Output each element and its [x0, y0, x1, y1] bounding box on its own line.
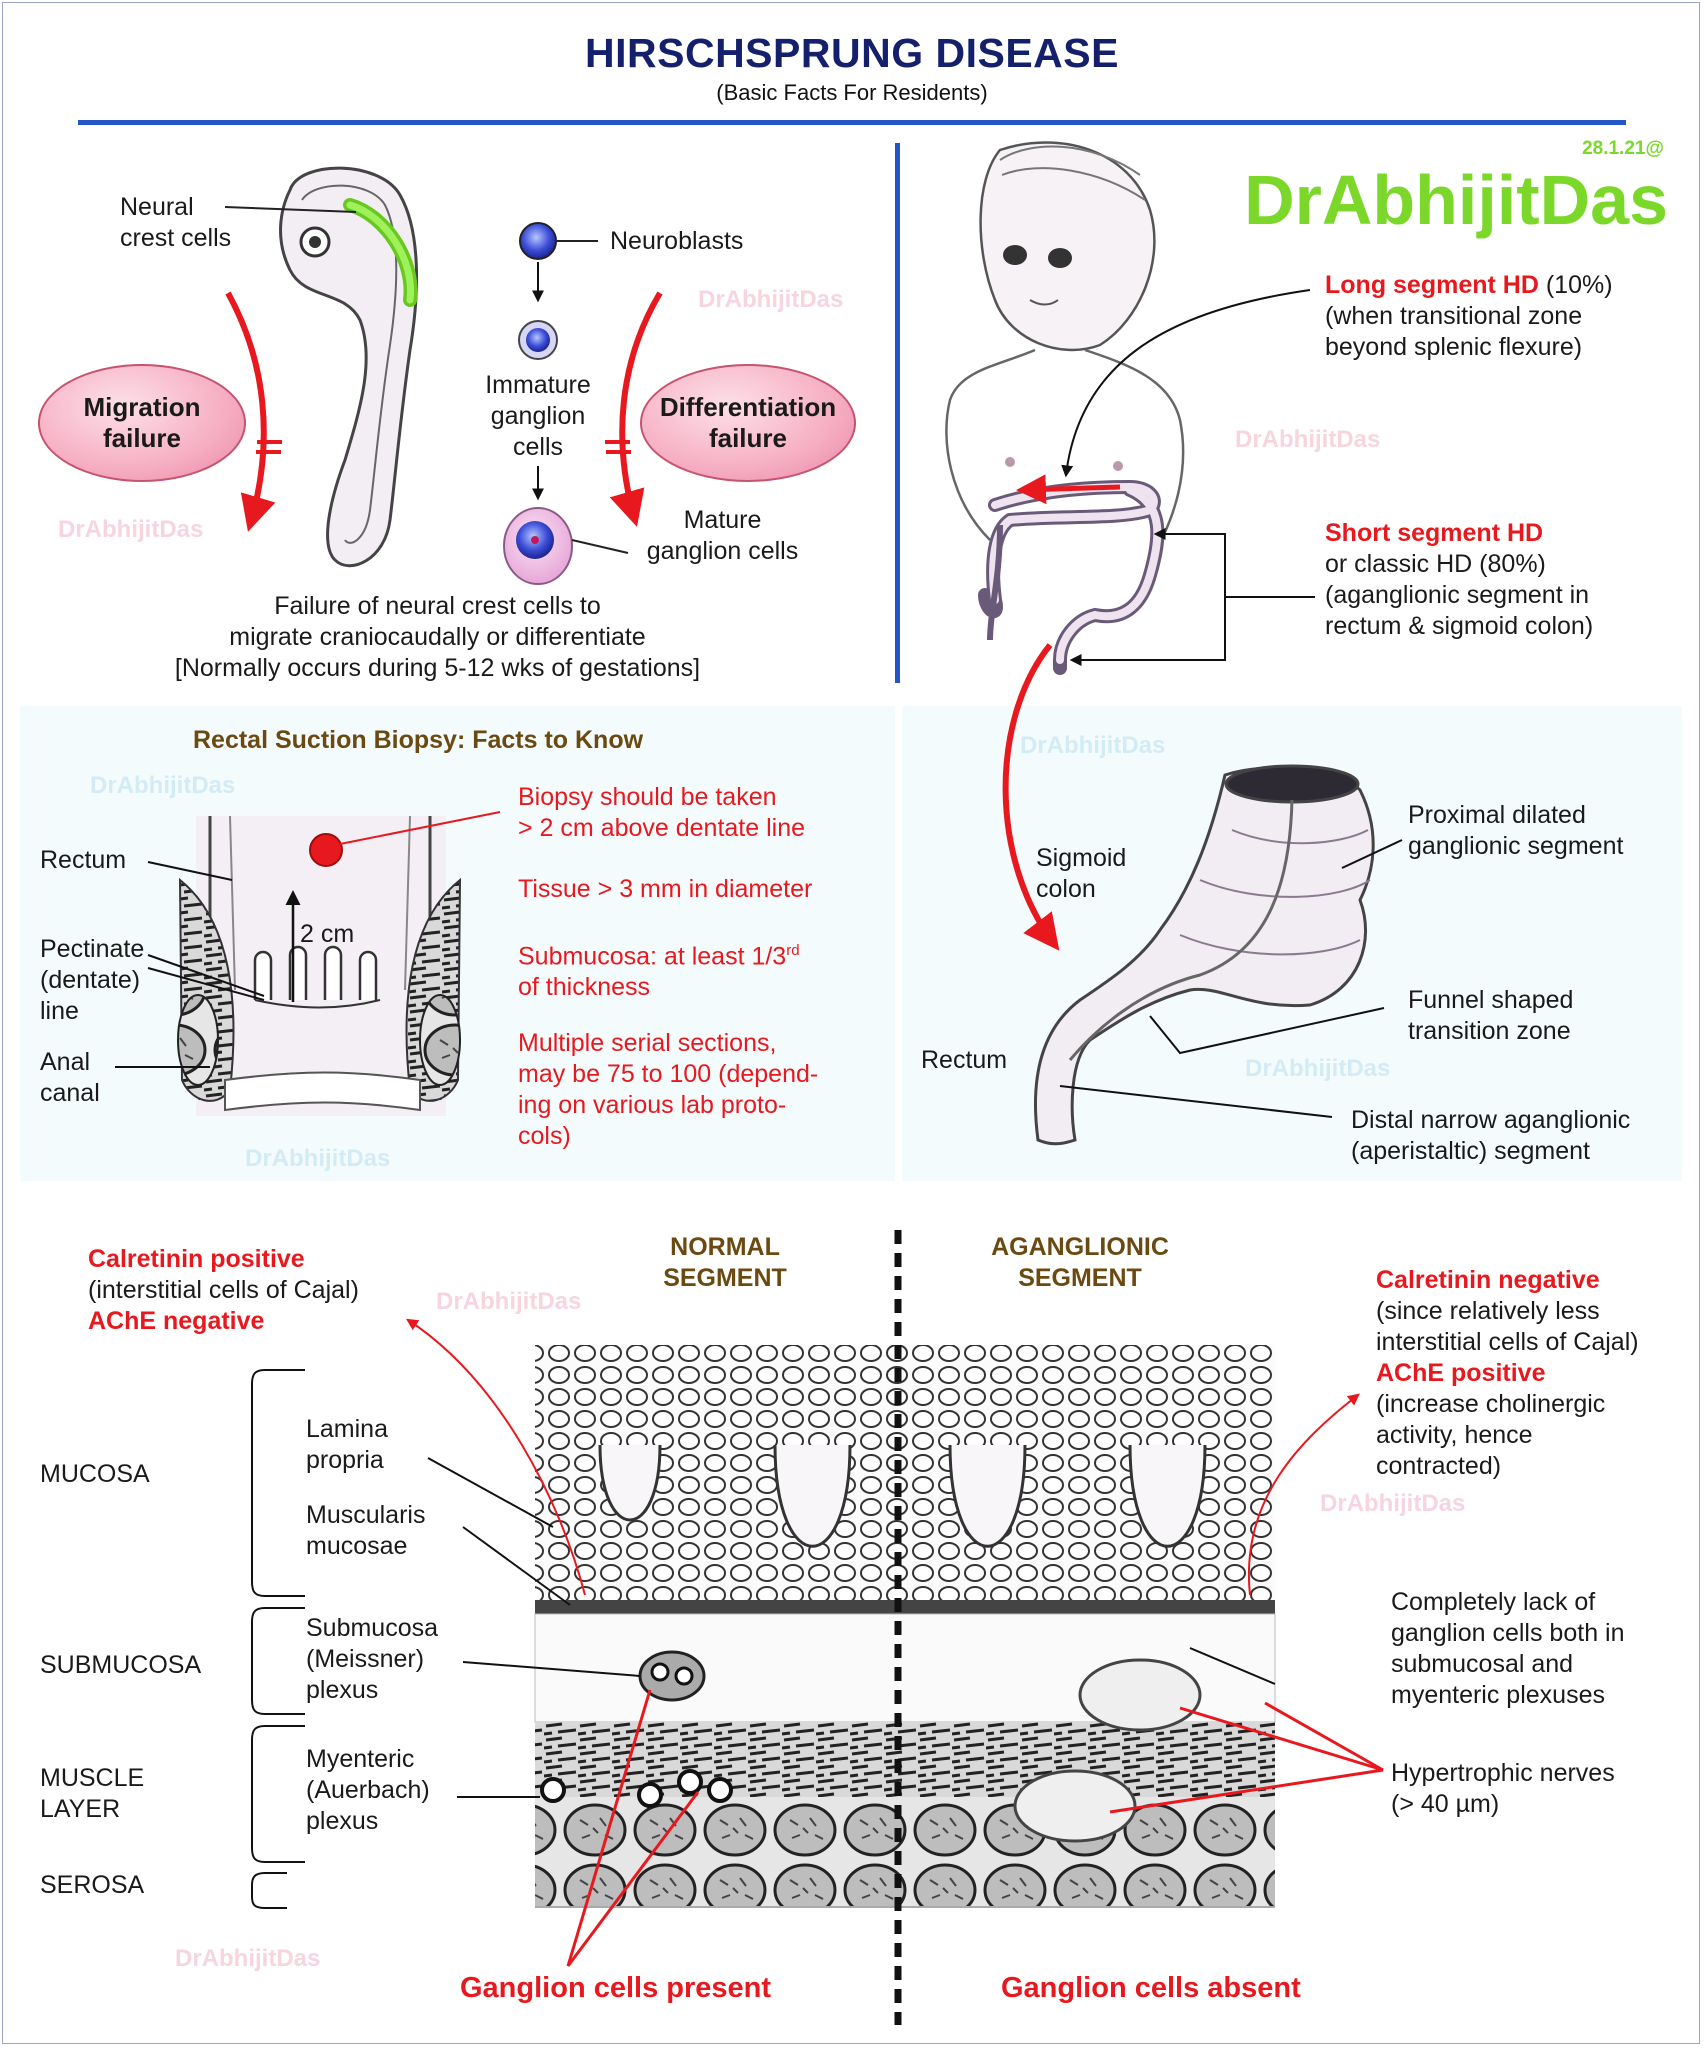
calretinin-negative-note: (since relatively less interstitial cell…	[1376, 1297, 1639, 1356]
short-segment-title: Short segment HD	[1325, 519, 1544, 547]
long-segment-name: Long segment HD	[1325, 271, 1539, 299]
calretinin-negative: Calretinin negative	[1376, 1266, 1600, 1294]
layer-submucosa: SUBMUCOSA	[40, 1651, 202, 1679]
colon-rectum-label: Rectum	[921, 1046, 1008, 1074]
funnel-zone-label: Funnel shaped transition zone	[1408, 986, 1574, 1045]
biopsy-site	[309, 833, 343, 867]
title-divider	[78, 120, 1626, 125]
calretinin-positive-note: (interstitial cells of Cajal)	[88, 1276, 359, 1304]
differentiation-failure-badge: Differentiation failure	[640, 364, 856, 482]
watermark: DrAbhijitDas	[698, 286, 844, 313]
page-subtitle: (Basic Facts For Residents)	[716, 80, 988, 105]
watermark: DrAbhijitDas	[436, 1288, 582, 1315]
watermark: DrAbhijitDas	[1245, 1055, 1391, 1082]
mature-ganglion-label: Mature ganglion cells	[646, 506, 799, 565]
watermark: DrAbhijitDas	[1235, 426, 1381, 453]
zoomed-colon	[1033, 764, 1375, 1146]
long-segment-percent: (10%)	[1538, 271, 1613, 299]
neuroblasts-label: Neuroblasts	[610, 227, 744, 255]
page-title: HIRSCHSPRUNG DISEASE	[585, 30, 1119, 76]
ganglion-absent-label: Ganglion cells absent	[1001, 1972, 1301, 2004]
aganglionic-segment-header: AGANGLIONIC SEGMENT	[991, 1233, 1169, 1292]
biopsy-fact-3-text: Submucosa: at least 1/3	[518, 942, 787, 971]
watermark: DrAbhijitDas	[245, 1145, 391, 1172]
neural-crest-label: Neural crest cells	[120, 193, 232, 252]
child-illustration	[945, 141, 1185, 561]
lamina-propria-label: Lamina propria	[306, 1415, 388, 1474]
layer-mucosa: MUCOSA	[40, 1460, 150, 1488]
top-vertical-divider	[895, 143, 900, 683]
biopsy-fact-1: Biopsy should be taken > 2 cm above dent…	[518, 783, 805, 842]
date-stamp: 28.1.21@	[1582, 138, 1664, 159]
long-segment-desc: (when transitional zone beyond splenic f…	[1325, 302, 1583, 361]
rectum-label: Rectum	[40, 846, 127, 874]
ache-negative: AChE negative	[88, 1307, 265, 1335]
embryo-illustration	[224, 166, 419, 568]
watermark: DrAbhijitDas	[90, 772, 236, 799]
long-segment-title: Long segment HD (10%)	[1325, 270, 1613, 301]
layer-serosa: SEROSA	[40, 1871, 145, 1899]
watermark: DrAbhijitDas	[175, 1945, 321, 1972]
immature-ganglion-label: Immature ganglion cells	[485, 371, 591, 461]
sigmoid-label: Sigmoid colon	[1036, 844, 1127, 903]
watermark: DrAbhijitDas	[58, 516, 204, 543]
pectinate-label: Pectinate (dentate) line	[40, 935, 145, 1025]
immature-ganglion-cell	[518, 320, 558, 360]
normal-segment-header: NORMAL SEGMENT	[663, 1233, 787, 1292]
ache-positive: AChE positive	[1376, 1359, 1546, 1387]
mature-ganglion-cell	[503, 507, 573, 585]
neuroblast-cell	[519, 222, 557, 260]
auerbach-plexus-label: Myenteric (Auerbach) plexus	[306, 1745, 430, 1835]
anal-canal-label: Anal canal	[40, 1048, 100, 1107]
biopsy-fact-2: Tissue > 3 mm in diameter	[518, 875, 813, 903]
histology-section	[534, 1345, 1276, 1908]
hypertrophic-nerves-label: Hypertrophic nerves (> 40 µm)	[1391, 1759, 1615, 1818]
layer-muscle: MUSCLE LAYER	[40, 1764, 145, 1823]
short-segment-desc: or classic HD (80%) (aganglionic segment…	[1325, 550, 1594, 640]
ganglion-present-label: Ganglion cells present	[460, 1972, 772, 2004]
biopsy-fact-3-text-2: of thickness	[518, 973, 651, 1002]
brand-logo: DrAbhijitDas	[1244, 161, 1668, 239]
ache-positive-note: (increase cholinergic activity, hence co…	[1376, 1390, 1606, 1480]
watermark: DrAbhijitDas	[1020, 732, 1166, 759]
proximal-segment-label: Proximal dilated ganglionic segment	[1408, 801, 1624, 860]
distance-label: 2 cm	[300, 920, 355, 948]
biopsy-fact-3: Submucosa: at least 1/3rd of thickness	[518, 935, 800, 1003]
biopsy-fact-4: Multiple serial sections, may be 75 to 1…	[518, 1029, 819, 1150]
colon-diagram	[978, 479, 1165, 675]
distal-segment-label: Distal narrow aganglionic (aperistaltic)…	[1351, 1106, 1631, 1165]
meissner-plexus-label: Submucosa (Meissner) plexus	[306, 1614, 439, 1704]
biopsy-fact-3-sup: rd	[786, 942, 800, 959]
calretinin-positive: Calretinin positive	[88, 1245, 305, 1273]
embryology-caption: Failure of neural crest cells to migrate…	[174, 592, 701, 682]
watermark: DrAbhijitDas	[1320, 1490, 1466, 1517]
lack-ganglion-note: Completely lack of ganglion cells both i…	[1391, 1588, 1625, 1709]
biopsy-heading: Rectal Suction Biopsy: Facts to Know	[193, 726, 644, 754]
migration-failure-badge: Migration failure	[38, 364, 246, 482]
muscularis-mucosae-label: Muscularis mucosae	[306, 1501, 426, 1560]
